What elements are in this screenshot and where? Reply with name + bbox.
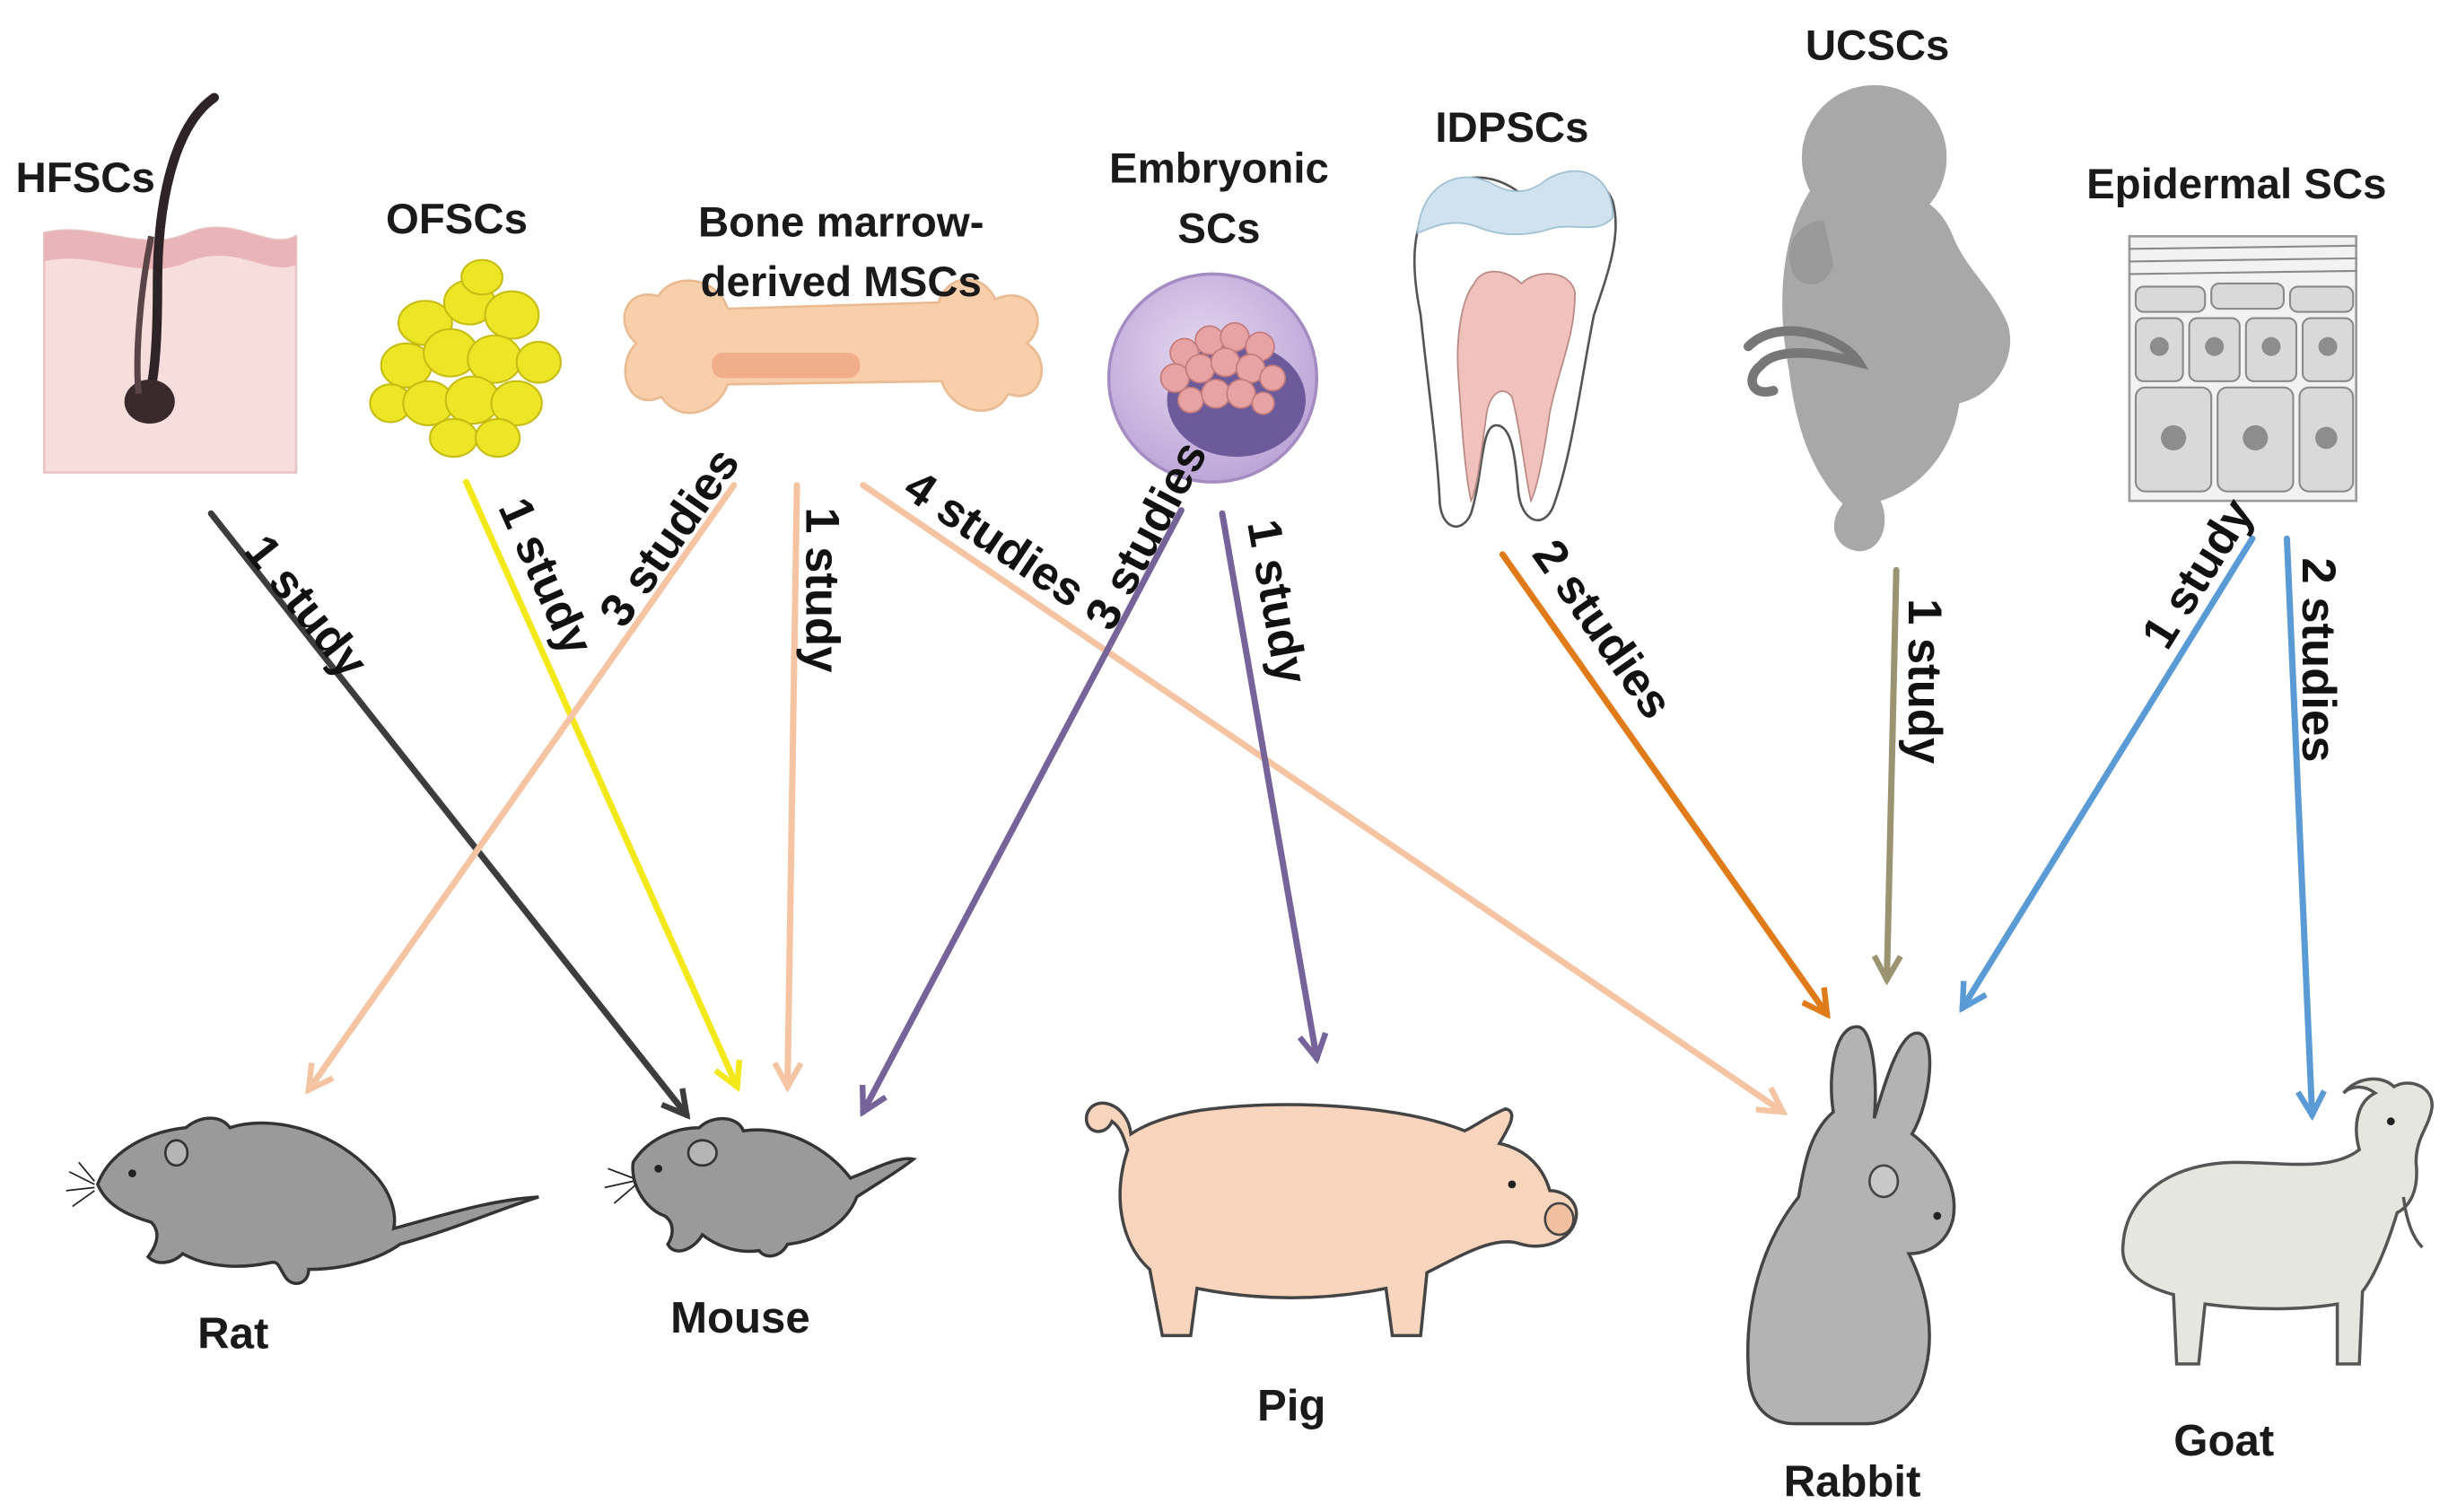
edge-label-bone-rat: 3 studies xyxy=(590,438,750,636)
source-label-embryonic-2: SCs xyxy=(1177,205,1260,252)
target-label-mouse: Mouse xyxy=(670,1294,810,1342)
olfactory-cells-illustration xyxy=(369,258,562,459)
arrow-ofscs-to-mouse xyxy=(463,478,738,1087)
hair-follicle-illustration xyxy=(42,92,298,474)
pig-illustration xyxy=(1085,1101,1578,1338)
arrow-hfscs-to-mouse xyxy=(207,510,686,1114)
mouse-illustration xyxy=(604,1116,918,1258)
source-label-idpscs: IDPSCs xyxy=(1435,104,1588,152)
arrow-embryonic-to-pig xyxy=(1219,510,1316,1058)
rabbit-illustration xyxy=(1746,1025,1956,1426)
rat-illustration xyxy=(66,1116,539,1285)
arrow-epidermal-to-rabbit xyxy=(1959,535,2256,1008)
source-label-bone-marrow-2: derived MSCs xyxy=(701,258,982,306)
edge-label-epidermal-goat: 2 studies xyxy=(2292,557,2345,762)
arrow-epidermal-to-goat xyxy=(2283,535,2312,1114)
baby-illustration xyxy=(1743,84,2011,552)
arrow-bone-to-rabbit xyxy=(860,482,1783,1113)
target-label-goat: Goat xyxy=(2173,1417,2274,1465)
arrow-ucscs-to-rabbit xyxy=(1887,566,1897,979)
bone-illustration xyxy=(623,277,1044,415)
source-label-hfscs: HFSCs xyxy=(16,154,155,202)
target-label-pig: Pig xyxy=(1257,1382,1325,1430)
arrow-bone-to-mouse xyxy=(788,482,798,1087)
target-label-rat: Rat xyxy=(197,1309,268,1358)
epidermis-illustration xyxy=(2128,234,2357,503)
goat-illustration xyxy=(2120,1077,2434,1366)
target-label-rabbit: Rabbit xyxy=(1784,1457,1921,1506)
edge-label-ucscs-rabbit: 1 study xyxy=(1898,599,1951,764)
source-label-epidermal: Epidermal SCs xyxy=(2086,161,2386,208)
source-label-bone-marrow-1: Bone marrow- xyxy=(698,198,984,246)
source-label-ucscs: UCSCs xyxy=(1806,22,1950,70)
embryonic-colony-illustration xyxy=(1106,272,1319,484)
edge-label-embryonic-mouse: 3 studies xyxy=(1075,433,1218,638)
arrow-embryonic-to-mouse xyxy=(863,507,1185,1112)
source-label-ofscs: OFSCs xyxy=(386,196,528,243)
arrow-bone-to-rat xyxy=(309,482,738,1090)
arrows-layer xyxy=(207,478,2312,1115)
arrow-idpscs-to-rabbit xyxy=(1499,551,1827,1014)
edge-label-hfscs-mouse: 1 study xyxy=(234,525,379,687)
source-label-embryonic-1: Embryonic xyxy=(1109,145,1329,193)
tooth-illustration xyxy=(1412,170,1617,529)
edge-label-bone-rabbit: 4 studies xyxy=(895,459,1094,618)
edge-label-bone-mouse: 1 study xyxy=(796,507,849,672)
